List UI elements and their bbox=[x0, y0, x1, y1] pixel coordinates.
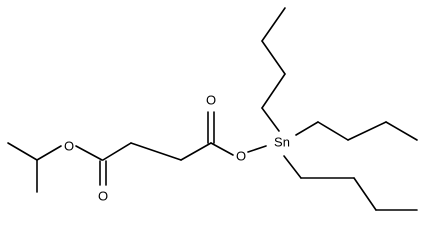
oxygen-carbonyl-left-label: O bbox=[98, 188, 108, 203]
bond-butyl3-1 bbox=[283, 155, 302, 179]
tin-atom-label: Sn bbox=[274, 134, 290, 149]
bond-oxygen-to-tin bbox=[247, 145, 267, 153]
bond-butyl1-3 bbox=[261, 40, 286, 75]
bond-chain-1 bbox=[102, 142, 132, 161]
bond-butyl3-3 bbox=[353, 177, 377, 211]
bond-oxygen-to-carbonyl-left bbox=[75, 145, 103, 161]
bond-isopropyl-methyl-upper bbox=[7, 142, 38, 161]
oxygen-ester-right-label: O bbox=[236, 148, 246, 163]
bond-butyl2-3 bbox=[347, 121, 387, 141]
bond-butyl1-4 bbox=[261, 7, 286, 42]
bond-carbonyl-to-oxygen-right bbox=[210, 142, 234, 156]
oxygen-ester-left-label: O bbox=[64, 138, 74, 153]
bond-chain-2 bbox=[130, 142, 182, 161]
chemical-structure-diagram: O O O O Sn bbox=[7, 7, 418, 211]
bond-butyl2-4 bbox=[385, 121, 418, 141]
bond-butyl2-2 bbox=[317, 121, 349, 141]
bond-butyl1-1 bbox=[261, 107, 280, 132]
bond-isopropyl-to-oxygen bbox=[36, 145, 62, 161]
bond-butyl1-2 bbox=[261, 73, 286, 109]
bond-chain-3 bbox=[180, 142, 212, 161]
oxygen-carbonyl-right-label: O bbox=[206, 92, 216, 107]
bond-butyl2-1 bbox=[295, 121, 319, 136]
